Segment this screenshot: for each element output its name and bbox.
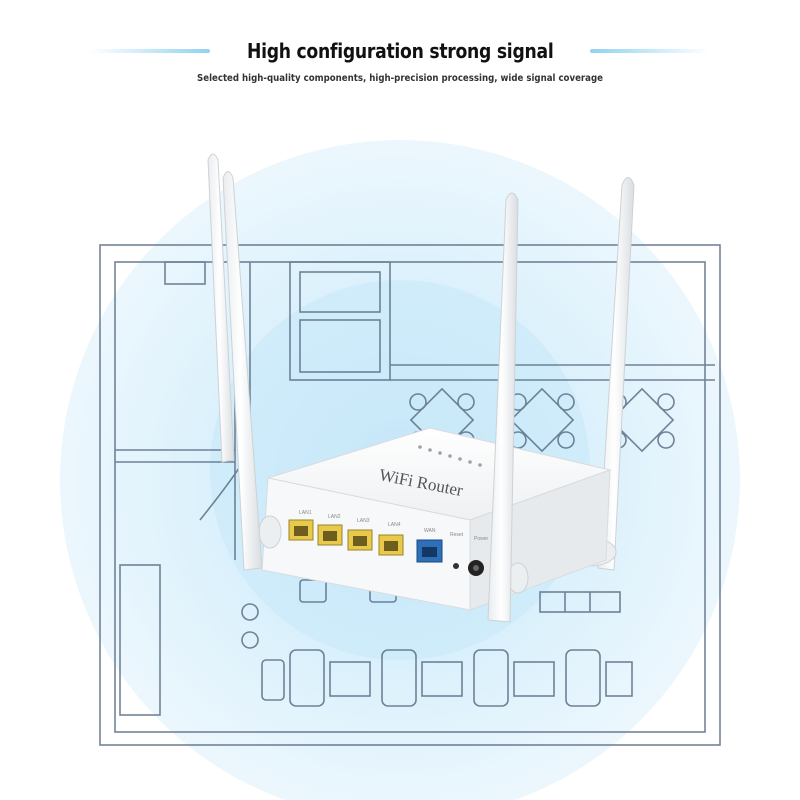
power-jack (468, 560, 484, 576)
title-row: High configuration strong signal (0, 34, 800, 68)
antenna-back-left (207, 153, 235, 463)
wan-port (416, 539, 443, 563)
port-label-lan3: LAN3 (357, 518, 370, 524)
header: High configuration strong signal Selecte… (0, 0, 800, 100)
lan-port-3 (347, 529, 373, 551)
port-label-reset: Reset (450, 532, 464, 538)
page-title: High configuration strong signal (246, 39, 554, 63)
port-label-lan1: LAN1 (299, 510, 312, 516)
title-decor-line-left (89, 49, 210, 53)
lan-port-2 (317, 524, 343, 546)
port-label-power: Power (474, 536, 489, 542)
lan-port-4 (378, 534, 404, 556)
lan-port-1 (288, 519, 314, 541)
lan-ports (288, 519, 404, 556)
antenna-front-right (487, 192, 529, 623)
port-labels: LAN1 LAN2 LAN3 LAN4 WAN Reset Power (299, 510, 489, 542)
port-label-lan2: LAN2 (328, 514, 341, 520)
port-label-wan: WAN (424, 528, 436, 534)
title-decor-line-right (590, 49, 711, 53)
page-subtitle: Selected high-quality components, high-p… (197, 73, 603, 84)
port-label-lan4: LAN4 (388, 522, 401, 528)
antenna-front-left (222, 171, 282, 571)
reset-button (453, 563, 459, 569)
